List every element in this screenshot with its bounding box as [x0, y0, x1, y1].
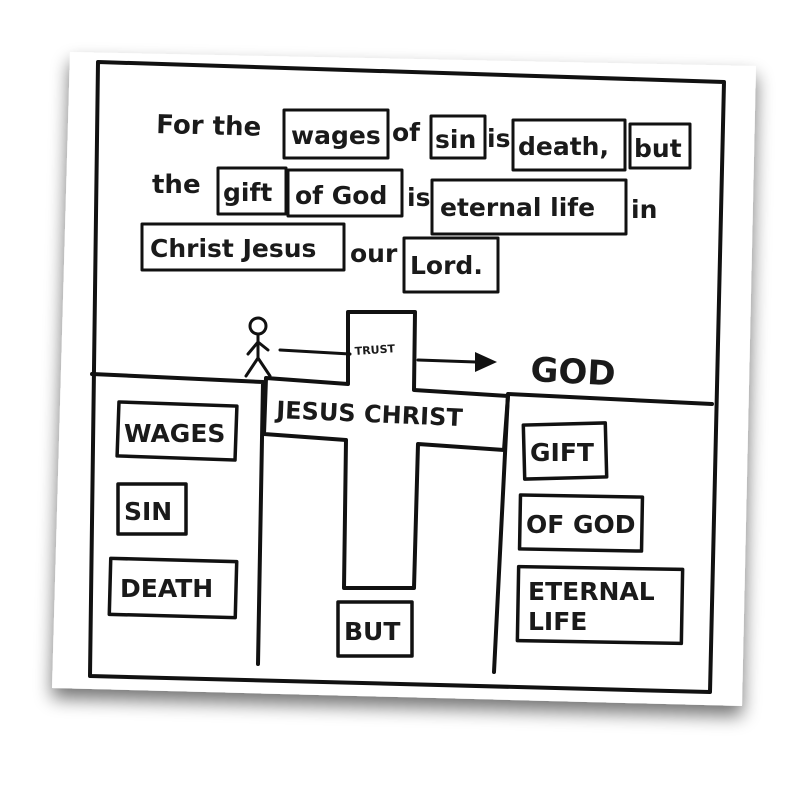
word-box: [140, 222, 346, 272]
word-box: [286, 168, 404, 218]
verse-word: wages: [291, 121, 381, 150]
verse-word: For the: [156, 110, 262, 143]
word-box: [511, 118, 627, 172]
verse-word: but: [634, 134, 682, 163]
verse-line-2: the gift of God is eternal life in: [152, 166, 657, 236]
verse-word: our: [350, 239, 398, 268]
verse-word: gift: [223, 178, 272, 207]
word-box: [116, 482, 188, 536]
word-box: [515, 564, 685, 646]
trust-label: TRUST: [354, 342, 396, 358]
right-side-words: GIFT OF GOD ETERNAL LIFE: [515, 421, 685, 646]
verse-line-1: For the wages of sin is death, but: [156, 108, 692, 172]
left-cliff: [90, 372, 265, 666]
left-word-death: DEATH: [120, 574, 213, 603]
but-label: BUT: [344, 617, 400, 646]
verse-word: of: [392, 118, 421, 147]
trust-arrow-left: [278, 348, 352, 356]
verse-word: of God: [295, 181, 387, 210]
verse-word: Christ Jesus: [150, 234, 316, 263]
person-figure: [244, 316, 272, 378]
word-box: [282, 108, 390, 160]
verse-word: in: [631, 195, 657, 224]
verse-line-3: Christ Jesus our Lord.: [140, 222, 500, 294]
trust-arrow-right: [416, 358, 478, 364]
right-word-of-god: OF GOD: [526, 510, 636, 539]
verse-word: death,: [518, 132, 609, 161]
verse-word: is: [407, 183, 430, 212]
verse-word: is: [487, 124, 510, 153]
word-box: [429, 114, 487, 160]
word-box: [336, 600, 414, 658]
right-word-gift: GIFT: [530, 438, 594, 467]
word-box: [517, 493, 645, 553]
verse-word: eternal life: [440, 193, 595, 222]
arrowhead-icon: [475, 352, 497, 372]
word-box: [430, 178, 628, 236]
word-box: [115, 400, 239, 462]
verse-word: the: [152, 170, 201, 200]
verse-word: Lord.: [410, 251, 483, 280]
left-word-wages: WAGES: [124, 419, 225, 448]
left-side-words: WAGES SIN DEATH: [107, 400, 239, 620]
word-box: [628, 122, 692, 170]
word-box: [107, 556, 239, 620]
cross-outline: [262, 310, 510, 590]
word-box: [402, 236, 500, 294]
left-word-sin: SIN: [124, 497, 172, 526]
frame-border: [88, 60, 726, 694]
verse-word: sin: [435, 125, 476, 154]
god-label: GOD: [530, 350, 617, 394]
right-word-life: LIFE: [528, 607, 587, 636]
right-word-eternal: ETERNAL: [528, 577, 655, 606]
word-box: [216, 166, 288, 216]
word-box: [521, 421, 609, 481]
